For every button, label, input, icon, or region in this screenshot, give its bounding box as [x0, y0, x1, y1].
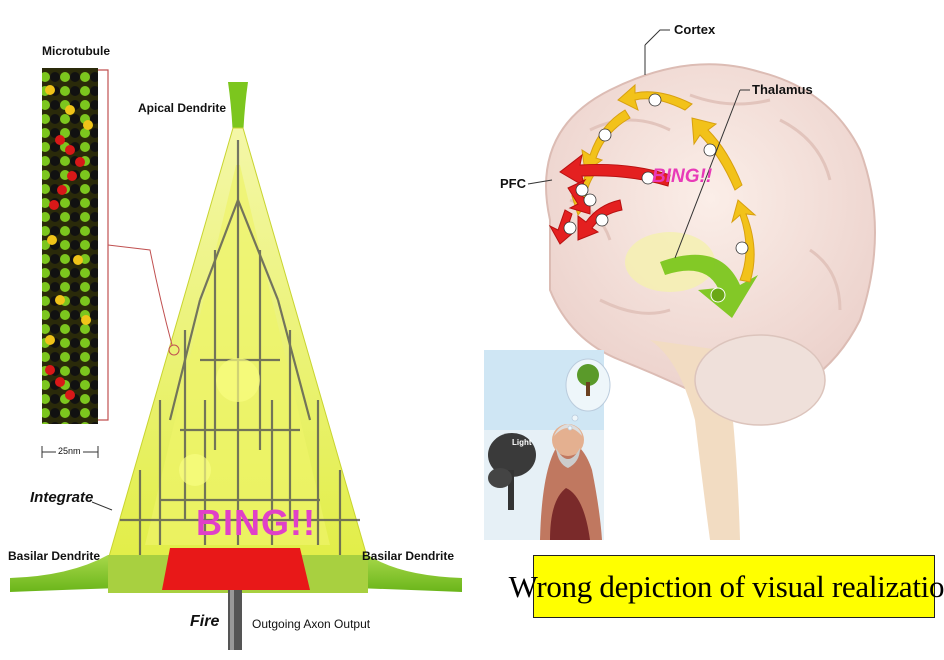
basilar-dendrite-right-label: Basilar Dendrite	[362, 549, 454, 563]
thalamus-label: Thalamus	[752, 82, 813, 97]
apical-dendrite-label: Apical Dendrite	[138, 101, 226, 115]
neuron-bing-label: BING!!	[196, 502, 316, 544]
inset-light-label: Light	[512, 438, 532, 447]
integrate-label: Integrate	[30, 489, 93, 506]
fire-label: Fire	[190, 613, 219, 631]
microtubule-label: Microtubule	[42, 44, 110, 58]
basilar-dendrite-left-label: Basilar Dendrite	[8, 549, 100, 563]
inset-illustration	[484, 350, 610, 540]
brain-diagram	[470, 0, 944, 560]
microtubule-bracket	[98, 70, 108, 420]
integrate-leader	[92, 502, 112, 510]
cortex-label: Cortex	[674, 22, 715, 37]
microtubule-leader	[108, 245, 172, 345]
pfc-label: PFC	[500, 176, 526, 191]
cerebellum	[695, 335, 825, 425]
caption-box: Wrong depiction of visual realization	[533, 555, 935, 618]
brain-bing-label: BING!!	[652, 166, 712, 188]
caption-text: Wrong depiction of visual realization	[509, 569, 944, 605]
axon-output-label: Outgoing Axon Output	[252, 617, 370, 631]
scale-label: 25nm	[56, 446, 83, 456]
fire-zone	[162, 548, 310, 590]
